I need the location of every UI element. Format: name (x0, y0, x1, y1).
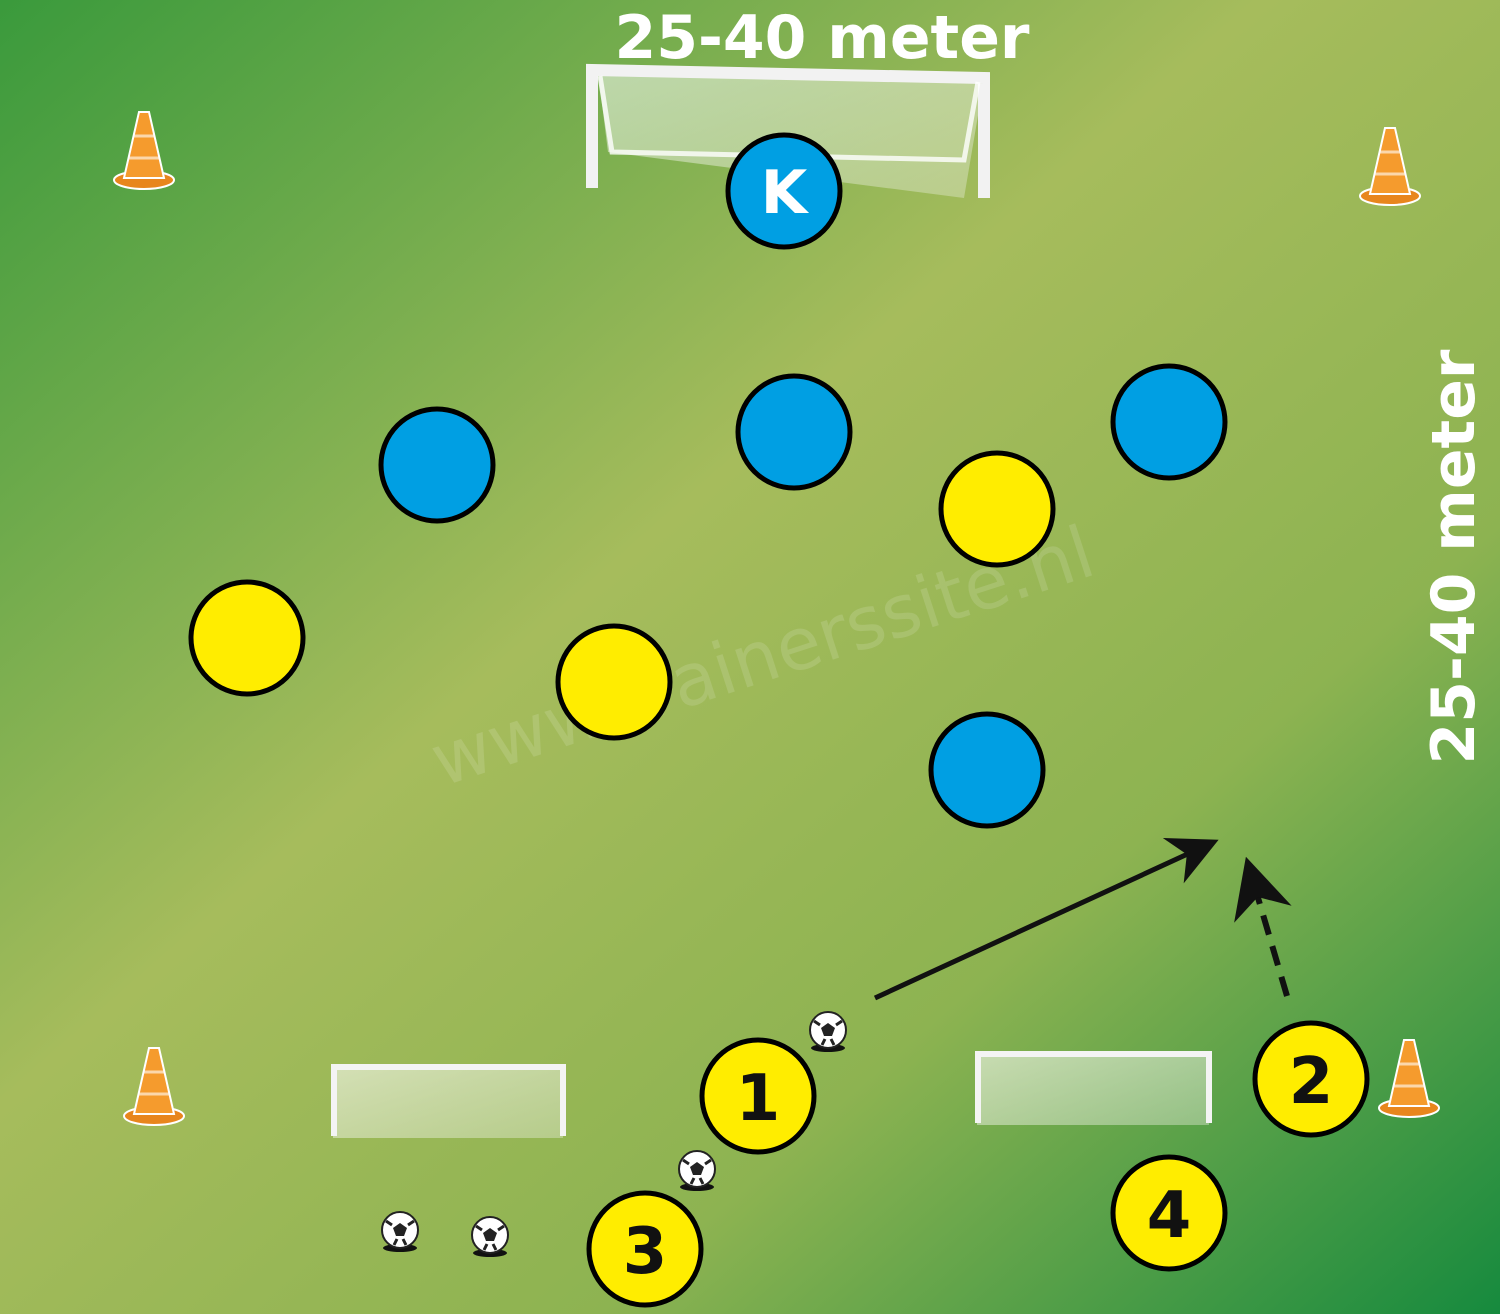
player-4-label: 4 (1147, 1179, 1192, 1253)
ball-icon (808, 1010, 848, 1054)
ball-icon (380, 1210, 420, 1254)
player-4: 4 (1110, 1154, 1228, 1272)
ball-icon (470, 1215, 510, 1259)
player-1-label: 1 (736, 1062, 781, 1136)
blue-player (378, 406, 496, 524)
yellow-player (938, 450, 1056, 568)
goalkeeper-player: K (725, 132, 843, 250)
pass-arrow (873, 837, 1219, 1001)
blue-player (928, 711, 1046, 829)
run-arrow-dashed (1234, 856, 1292, 997)
small-goal-left-icon (331, 1064, 566, 1138)
top-dimension-label: 25-40 meter (615, 3, 1030, 73)
blue-player (735, 373, 853, 491)
goalkeeper-label: K (761, 158, 810, 228)
player-2: 2 (1252, 1020, 1370, 1138)
yellow-player (188, 579, 306, 697)
player-3: 3 (586, 1190, 704, 1308)
player-2-label: 2 (1289, 1045, 1334, 1119)
ball-icon (677, 1149, 717, 1193)
yellow-player (555, 623, 673, 741)
small-goal-right-icon (975, 1051, 1212, 1125)
player-3-label: 3 (623, 1215, 668, 1289)
right-dimension-label: 25-40 meter (1419, 349, 1489, 764)
blue-player (1110, 363, 1228, 481)
player-1: 1 (699, 1037, 817, 1155)
